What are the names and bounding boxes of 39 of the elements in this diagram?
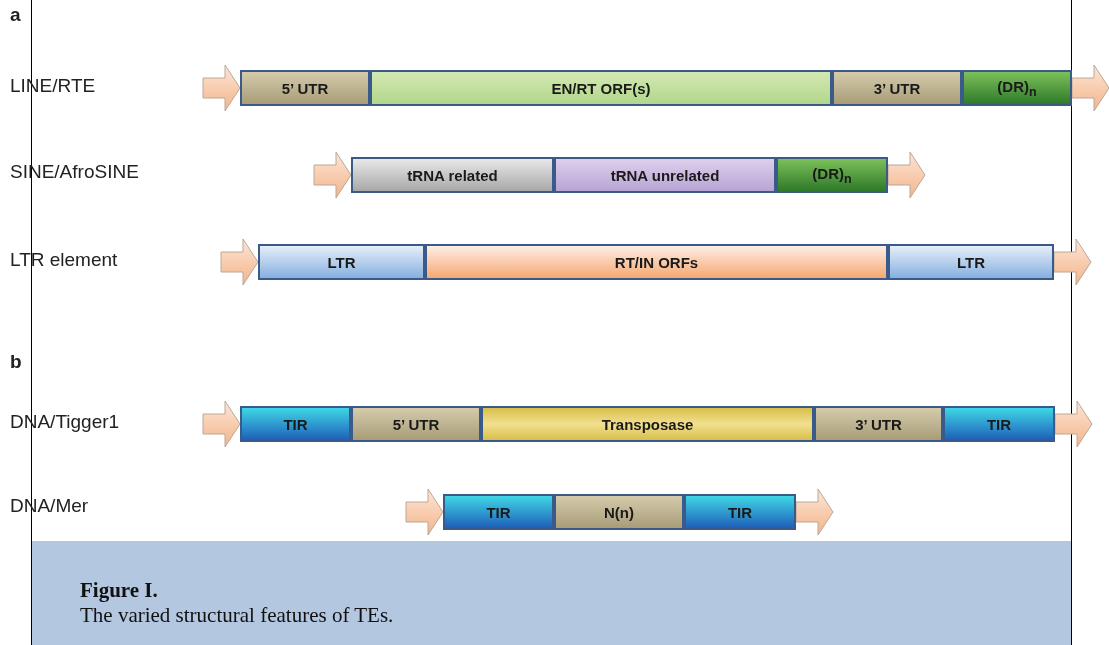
trna-segment: [351, 157, 554, 193]
figure-caption: Figure I. The varied structural features of TEs.: [80, 578, 394, 628]
repeat-segment: [776, 157, 888, 193]
tir-segment: [240, 406, 351, 442]
panel-letter: b: [10, 351, 22, 373]
utr-segment: [814, 406, 943, 442]
spacer-segment: [554, 494, 684, 530]
segment-label: 5’ UTR: [392, 415, 440, 433]
transposase-segment: [481, 406, 814, 442]
tir-segment: [684, 494, 796, 530]
segment-label: tRNA related: [407, 166, 498, 184]
panel-letter: a: [10, 4, 21, 26]
ltr-segment: [258, 244, 425, 280]
segment-label: TIR: [486, 503, 511, 521]
tir-segment: [443, 494, 554, 530]
segment-label: 5’ UTR: [281, 79, 329, 97]
segment-label: 3’ UTR: [855, 415, 902, 433]
segment-label: TIR: [986, 415, 1012, 433]
segment-label: 3’ UTR: [873, 79, 921, 97]
trna-segment: [554, 157, 776, 193]
segment-label: TIR: [727, 503, 753, 521]
segment-label: (DR)$_{n}$: [812, 164, 852, 186]
utr-segment: [240, 70, 370, 106]
orf-segment: [425, 244, 888, 280]
segment-label: N(n): [604, 503, 634, 521]
segment-label: tRNA unrelated: [610, 166, 720, 184]
tir-segment: [943, 406, 1055, 442]
orf-segment: [370, 70, 832, 106]
repeat-segment: [962, 70, 1072, 106]
segment-label: LTR: [956, 253, 985, 271]
segment-label: LTR: [327, 253, 356, 271]
segment-label: TIR: [283, 415, 308, 433]
segment-label: Transposase: [601, 415, 694, 433]
utr-segment: [351, 406, 481, 442]
segment-label: EN/RT ORF(s): [551, 79, 651, 97]
segment-label: (DR)$_{n}$: [997, 77, 1037, 99]
ltr-segment: [888, 244, 1054, 280]
segment-label: RT/IN ORFs: [614, 253, 699, 271]
utr-segment: [832, 70, 962, 106]
